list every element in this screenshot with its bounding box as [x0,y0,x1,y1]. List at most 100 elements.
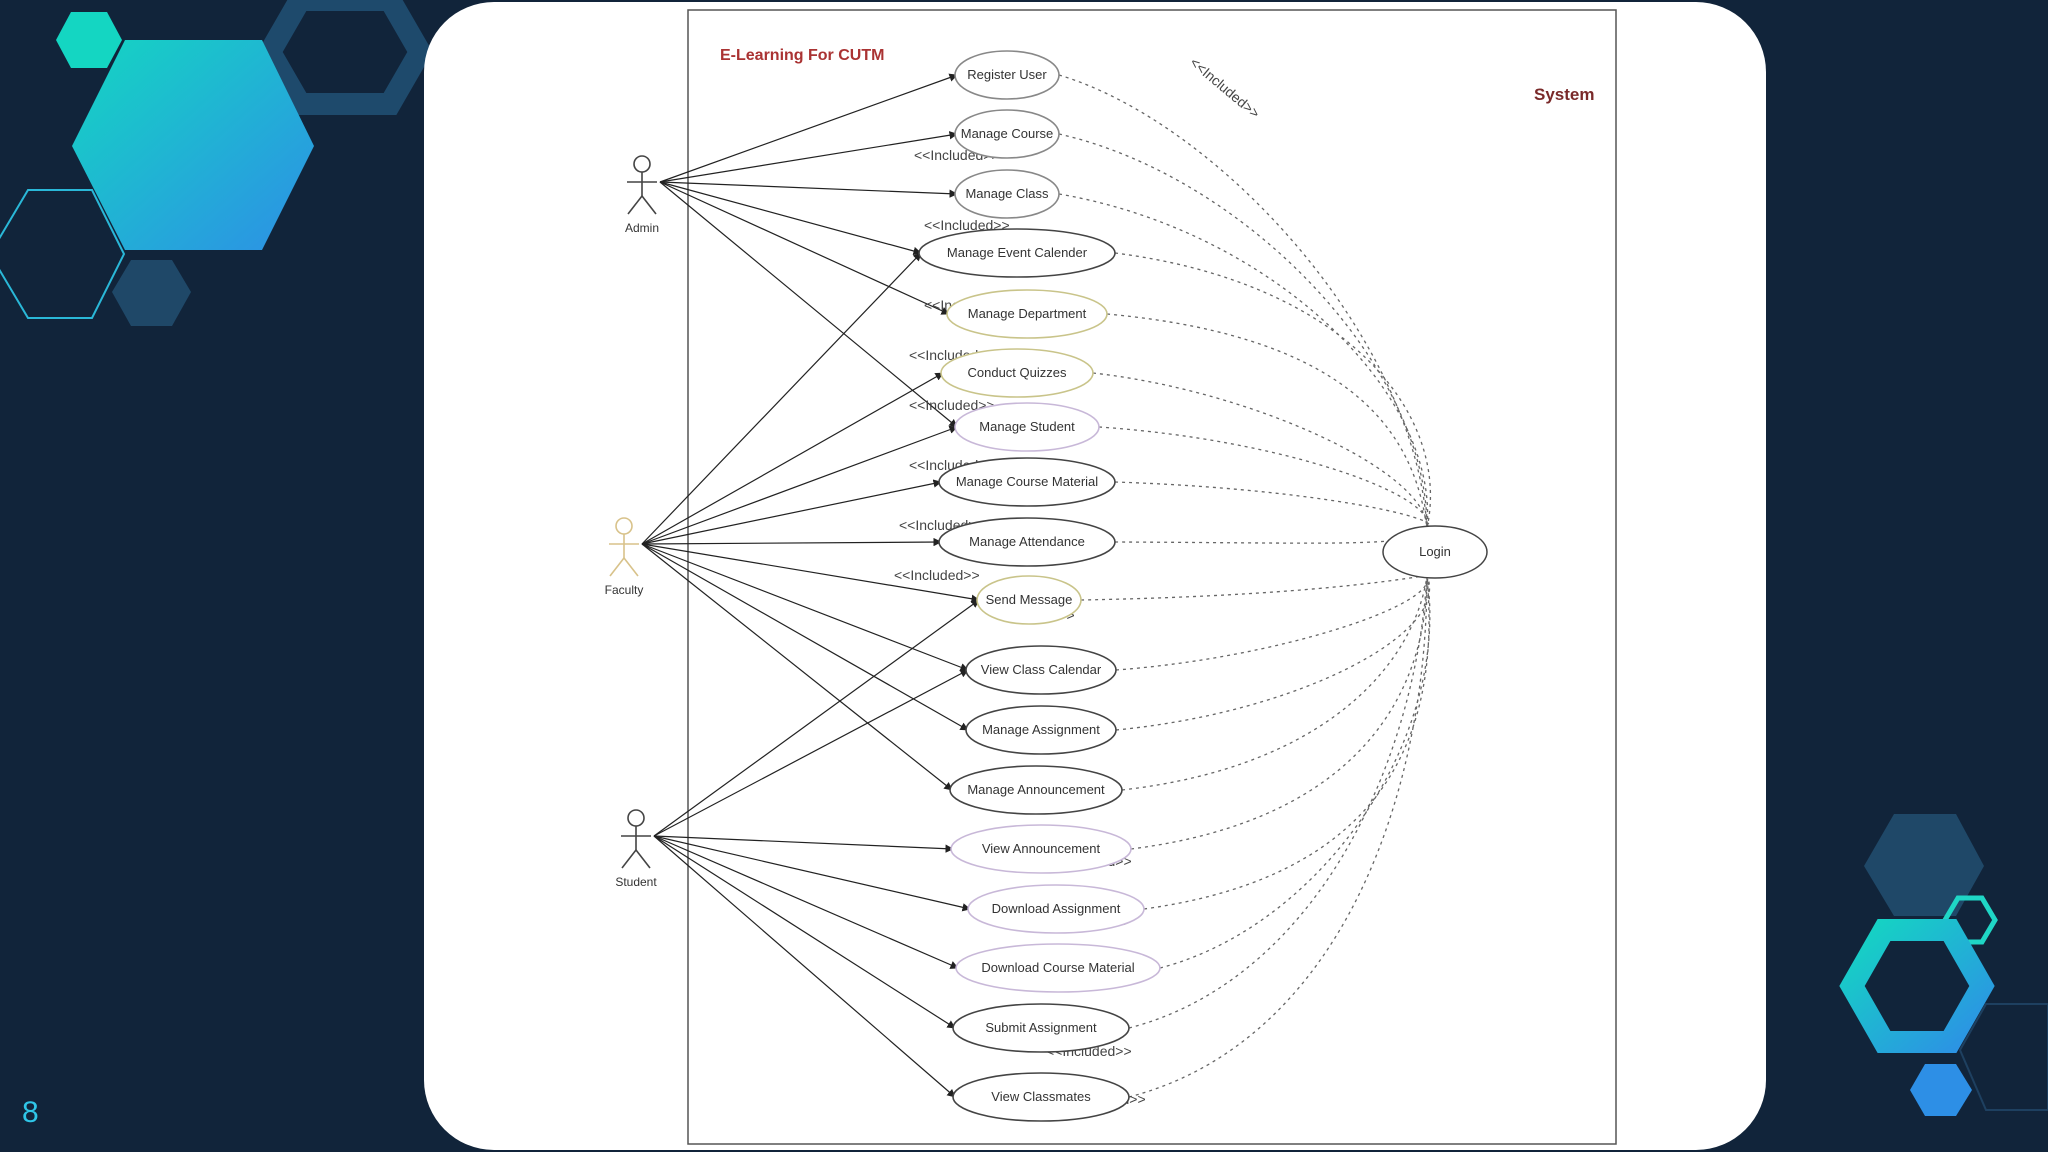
include-line [1106,313,1428,529]
use-case-manage-assignment: Manage Assignment [965,705,1117,755]
actor-label: Faculty [605,583,644,597]
use-case-label: Download Assignment [992,901,1121,916]
use-case-diagram: E-Learning For CUTM System <<Included>><… [605,9,1617,1145]
use-case-label: Manage Class [965,186,1049,201]
use-case-ellipse [954,402,1100,452]
association-line [653,599,980,837]
include-line [1058,133,1428,529]
use-case-ellipse [952,1003,1130,1053]
use-case-manage-class: Manage Class [954,169,1060,219]
use-case-ellipse [949,765,1123,815]
actor-label: Admin [625,221,659,235]
use-case-download-course-material: Download Course Material [955,943,1161,993]
use-case-manage-course-material: Manage Course Material [938,457,1116,507]
association-line [659,181,922,256]
include-line [1128,575,1428,1098]
use-case-label: Manage Assignment [982,722,1100,737]
hexagon-decoration [1839,919,1995,1053]
use-case-label: Manage Course [961,126,1054,141]
association-line [641,543,969,672]
use-case-ellipse [954,169,1060,219]
use-case-download-assignment: Download Assignment [967,884,1145,934]
include-label: <<Included>> [1187,54,1263,121]
actor-admin: Admin [625,155,659,235]
use-case-ellipse [938,517,1116,567]
use-case-ellipse [976,575,1082,625]
include-line [1098,426,1429,529]
include-line [1130,575,1428,850]
use-case-conduct-quizzes: Conduct Quizzes [940,348,1094,398]
include-line [1114,252,1432,529]
use-case-ellipse [954,50,1060,100]
system-label: System [1534,85,1594,104]
use-case-ellipse [967,884,1145,934]
login-use-case: Login [1382,525,1488,579]
use-case-label: Manage Announcement [967,782,1105,797]
actor-leg [635,849,651,869]
association-lines [641,73,980,1098]
association-line [659,73,958,183]
include-line [1092,372,1428,529]
use-case-ellipse [946,289,1108,339]
actor-leg [641,195,657,215]
association-line [653,835,956,1098]
use-case-ellipse [955,943,1161,993]
use-case-label: Manage Student [979,419,1075,434]
association-line [653,669,969,837]
include-line [1128,575,1428,1029]
use-case-ellipse [918,228,1116,278]
actor-head [615,517,633,535]
association-line [641,479,942,545]
include-line [1080,575,1428,601]
association-line [653,835,954,853]
include-label: <<Included>> [894,567,980,583]
actor-leg [621,849,637,869]
hexagon-decoration [0,189,126,319]
association-line [641,252,922,545]
actor-student: Student [615,809,657,889]
association-line [659,181,958,198]
use-case-label: Manage Course Material [956,474,1098,489]
use-case-label: View Announcement [982,841,1101,856]
include-line [1159,575,1431,969]
include-label: <<Included>> [909,397,995,413]
use-case-label: Submit Assignment [985,1020,1097,1035]
association-line [641,372,944,545]
use-case-ellipse [952,1072,1130,1122]
use-case-label: View Class Calendar [981,662,1102,677]
hexagon-decoration [112,260,191,326]
use-case-label: View Classmates [991,1089,1091,1104]
actor-label: Student [615,875,657,889]
page-number: 8 [22,1096,39,1129]
association-line [641,537,942,547]
hexagon-decoration [257,0,433,115]
association-line [641,543,980,603]
use-case-label: Conduct Quizzes [968,365,1067,380]
actor-leg [623,557,639,577]
association-line [659,131,958,183]
include-line [1114,481,1431,529]
use-case-send-message: Send Message [976,575,1082,625]
include-line [1121,575,1428,791]
use-case-label: Send Message [986,592,1073,607]
use-case-ellipse [938,457,1116,507]
use-case-manage-department: Manage Department [946,289,1108,339]
association-line [653,835,956,1029]
include-line [1058,193,1429,529]
login-label: Login [1419,544,1451,559]
association-line [641,425,958,545]
actor-head [633,155,651,173]
use-case-register-user: Register User [954,50,1060,100]
system-boundary [687,9,1617,1145]
association-line [653,835,971,912]
use-case-manage-course: Manage Course [954,109,1060,159]
include-label: <<Included>> [924,217,1010,233]
hexagon-decoration [1910,1064,1972,1116]
actor-leg [609,557,625,577]
include-line [1143,575,1430,910]
association-line [659,181,958,428]
association-line [653,835,959,969]
actor-faculty: Faculty [605,517,644,597]
